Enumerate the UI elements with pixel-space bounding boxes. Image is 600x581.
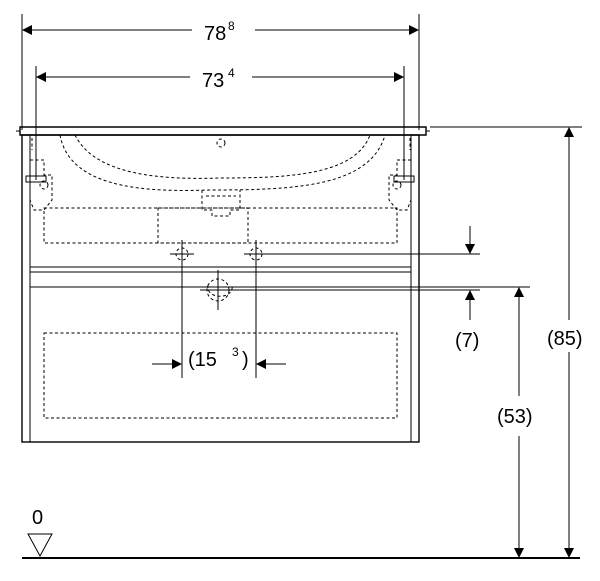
dimension-siphon-spacing: (15 3 )	[152, 265, 286, 378]
dimension-inner-width: 73 4	[35, 66, 405, 180]
inner-width-superscript: 4	[228, 66, 235, 80]
level-triangle-icon	[27, 533, 53, 558]
upper-compartment-hidden	[43, 207, 398, 244]
dimension-total-width: 78 8	[21, 14, 420, 130]
height-85-label: (85)	[547, 328, 583, 350]
inner-width-label: 73	[202, 70, 224, 92]
siphon-connections	[170, 240, 480, 310]
siphon-spacing-close: )	[242, 349, 249, 371]
offset-7-label: (7)	[455, 330, 479, 352]
siphon-spacing-label: (15	[188, 349, 217, 371]
drawer-rail	[29, 266, 412, 288]
floor-level-label: 0	[32, 507, 43, 529]
wall-bracket-right	[388, 159, 415, 211]
wall-bracket-left	[25, 159, 53, 211]
dimension-height-85: (85)	[430, 126, 583, 558]
height-53-label: (53)	[497, 406, 533, 428]
dimension-height-53: (53)	[408, 286, 533, 558]
floor-level: 0	[22, 507, 580, 559]
vanity-unit	[16, 126, 480, 443]
siphon-spacing-superscript: 3	[232, 345, 239, 359]
basin-bowl-hidden-lines	[31, 134, 411, 217]
cabinet-body	[21, 134, 420, 443]
dimension-offset-7: (7)	[455, 226, 479, 352]
total-width-superscript: 8	[228, 19, 235, 33]
basin-top	[16, 126, 430, 136]
drawer-inner-outline	[43, 332, 398, 419]
total-width-label: 78	[204, 23, 226, 45]
